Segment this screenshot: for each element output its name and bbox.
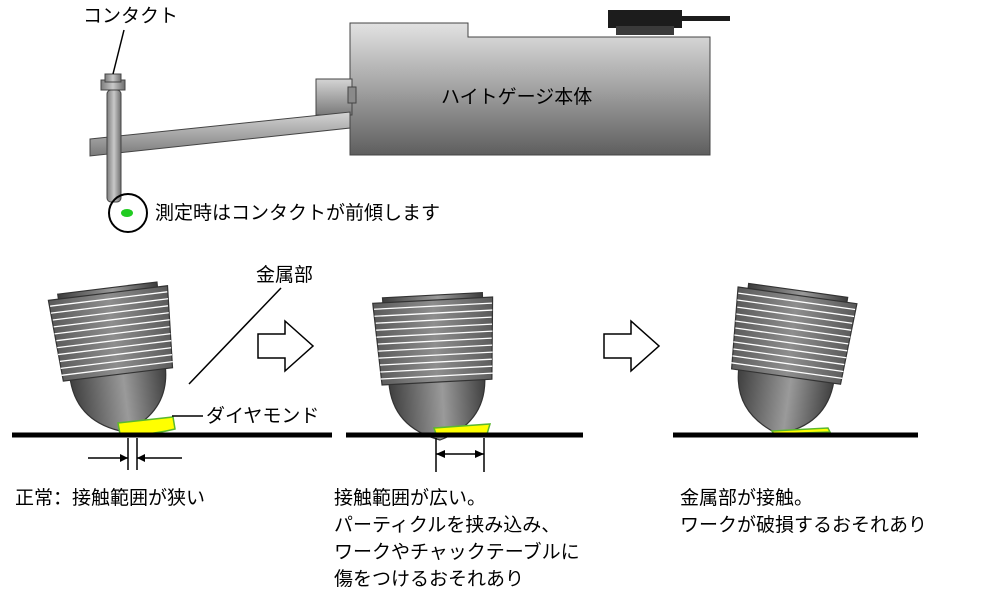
tilt-note: 測定時はコンタクトが前傾します	[155, 202, 441, 224]
dimension-narrow	[88, 438, 182, 470]
metal-part-label: 金属部	[256, 264, 314, 286]
metal-part-leader	[188, 287, 282, 385]
gauge-connector	[608, 10, 730, 35]
dimension-wide	[435, 438, 485, 472]
height-gauge	[89, 10, 730, 233]
caption-wide-line: 接触範囲が広い。	[334, 487, 487, 509]
contact-arm	[89, 111, 351, 157]
caption-normal: 正常：接触範囲が狭い	[15, 487, 206, 509]
caption-wide-line: 傷をつけるおそれあり	[334, 568, 525, 590]
gauge-body	[349, 22, 711, 156]
contact-post	[100, 73, 133, 217]
arrow-1	[257, 319, 315, 373]
caption-wide-line: パーティクルを挟み込み、	[334, 514, 561, 536]
arm-mount	[315, 78, 353, 116]
arrow-2	[603, 319, 661, 373]
contact-normal	[47, 280, 186, 440]
caption-metal: 金属部が接触。 ワークが破損するおそれあり	[680, 485, 927, 539]
caption-wide: 接触範囲が広い。 パーティクルを挟み込み、 ワークやチャックテーブルに 傷をつけ…	[334, 485, 580, 593]
contact-wide	[371, 291, 501, 444]
contact-metal	[717, 281, 859, 444]
contact-label: コンタクト	[83, 5, 179, 27]
contact-leader	[112, 29, 125, 75]
diamond-label: ダイヤモンド	[206, 405, 320, 427]
caption-wide-line: ワークやチャックテーブルに	[334, 541, 580, 563]
caption-metal-line: ワークが破損するおそれあり	[680, 514, 928, 536]
caption-metal-line: 金属部が接触。	[680, 487, 814, 509]
contact-tip-highlight	[108, 193, 148, 233]
gauge-body-label: ハイトゲージ本体	[441, 86, 593, 108]
